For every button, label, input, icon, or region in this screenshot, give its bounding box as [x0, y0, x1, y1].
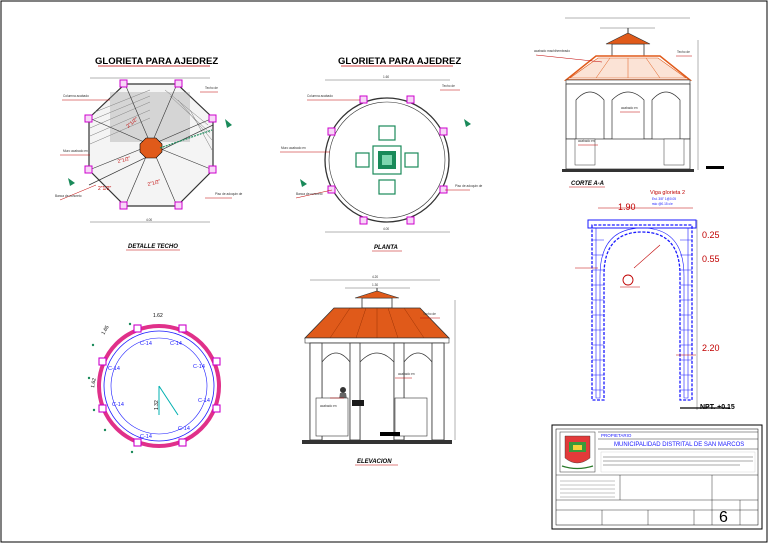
owner-header: PROPIETARIO [601, 433, 632, 438]
title-detalle: GLORIETA PARA AJEDREZ [95, 56, 218, 67]
svg-text:Banca de concreto: Banca de concreto [296, 192, 323, 196]
svg-text:4.00: 4.00 [383, 227, 389, 231]
svg-text:acabado machihembrado: acabado machihembrado [534, 49, 570, 53]
c14-tag-6: C-14 [140, 434, 152, 440]
c14-tag-2: C-14 [170, 341, 182, 347]
svg-text:acabado en: acabado en [578, 139, 595, 143]
svg-text:2"1/2": 2"1/2" [147, 179, 162, 188]
svg-text:acabado en: acabado en [320, 404, 337, 408]
svg-text:acabado en: acabado en [621, 106, 638, 110]
caption-corte: CORTE A-A [571, 181, 604, 187]
viga-detail: Viga glorieta 2 Est. 3/8" 1@0.05 rsto @0… [575, 190, 735, 411]
npt-label: NPT. +0.15 [700, 404, 735, 411]
dim-0-25: 0.25 [702, 230, 720, 240]
svg-text:Piso de adoquin de: Piso de adoquin de [455, 184, 483, 188]
svg-text:Columna acabado: Columna acabado [63, 94, 89, 98]
c14-tag-1: C-14 [140, 341, 152, 347]
corte-view: acabado machihembrado Techo de acabado e… [534, 17, 724, 188]
title-block: PROPIETARIO MUNICIPALIDAD DISTRITAL DE S… [551, 424, 763, 530]
c14-tag-4: C-14 [198, 398, 210, 404]
svg-text:Techo de: Techo de [423, 312, 436, 316]
c14-tag-7: C-14 [112, 402, 124, 408]
svg-text:Piso de adoquin de: Piso de adoquin de [215, 192, 243, 196]
angle-tag-2: 1.65 [101, 324, 111, 336]
dim-2-20: 2.20 [702, 343, 720, 353]
svg-text:Columna acabado: Columna acabado [307, 94, 333, 98]
svg-text:Muro acabado en: Muro acabado en [63, 149, 88, 153]
svg-text:2"1/2": 2"1/2" [117, 156, 132, 165]
caption-elevacion: ELEVACION [357, 459, 392, 465]
dim-0-55: 0.55 [702, 254, 720, 264]
c14-tag-5: C-14 [178, 426, 190, 432]
sheet-number: 6 [719, 509, 728, 526]
svg-text:1.60: 1.60 [383, 75, 389, 79]
svg-text:Techo de: Techo de [442, 84, 455, 88]
title-planta: GLORIETA PARA AJEDREZ [338, 56, 461, 67]
svg-text:rsto @0.15 c/e: rsto @0.15 c/e [652, 202, 673, 206]
c14-tag-8: C-14 [108, 366, 120, 372]
svg-text:Est. 3/8" 1@0.05: Est. 3/8" 1@0.05 [652, 197, 676, 201]
detalle-techo-view: GLORIETA PARA AJEDREZ [55, 56, 243, 251]
svg-text:1.30: 1.30 [372, 283, 378, 287]
dim-1-90: 1.90 [618, 202, 636, 212]
angle-tag-1: 1.62 [153, 313, 163, 319]
c14-tag-3: C-14 [193, 364, 205, 370]
svg-text:Banca de concreto: Banca de concreto [55, 194, 82, 198]
caption-planta: PLANTA [374, 245, 398, 251]
svg-text:Techo de: Techo de [677, 50, 690, 54]
viga-label: Viga glorieta 2 [650, 190, 685, 196]
svg-text:Muro acabado en: Muro acabado en [281, 146, 306, 150]
svg-text:4.00: 4.00 [146, 218, 152, 222]
angle-tag-3: 1.32 [154, 400, 160, 410]
columns-ring-detail: C-14 C-14 C-14 C-14 C-14 C-14 C-14 C-14 … [87, 313, 221, 454]
svg-text:4.20: 4.20 [372, 275, 378, 279]
planta-view: GLORIETA PARA AJEDREZ 1.60 [280, 56, 483, 252]
municipal-seal [559, 431, 596, 473]
owner-name: MUNICIPALIDAD DISTRITAL DE SAN MARCOS [614, 442, 744, 448]
svg-text:Techo de: Techo de [205, 86, 218, 90]
svg-text:2"1/2": 2"1/2" [98, 186, 112, 192]
svg-text:acabado en: acabado en [398, 372, 415, 376]
elevacion-view: 4.20 1.30 [302, 275, 456, 466]
caption-detalle: DETALLE TECHO [128, 244, 178, 250]
angle-tag-4: 1.62 [90, 378, 98, 389]
